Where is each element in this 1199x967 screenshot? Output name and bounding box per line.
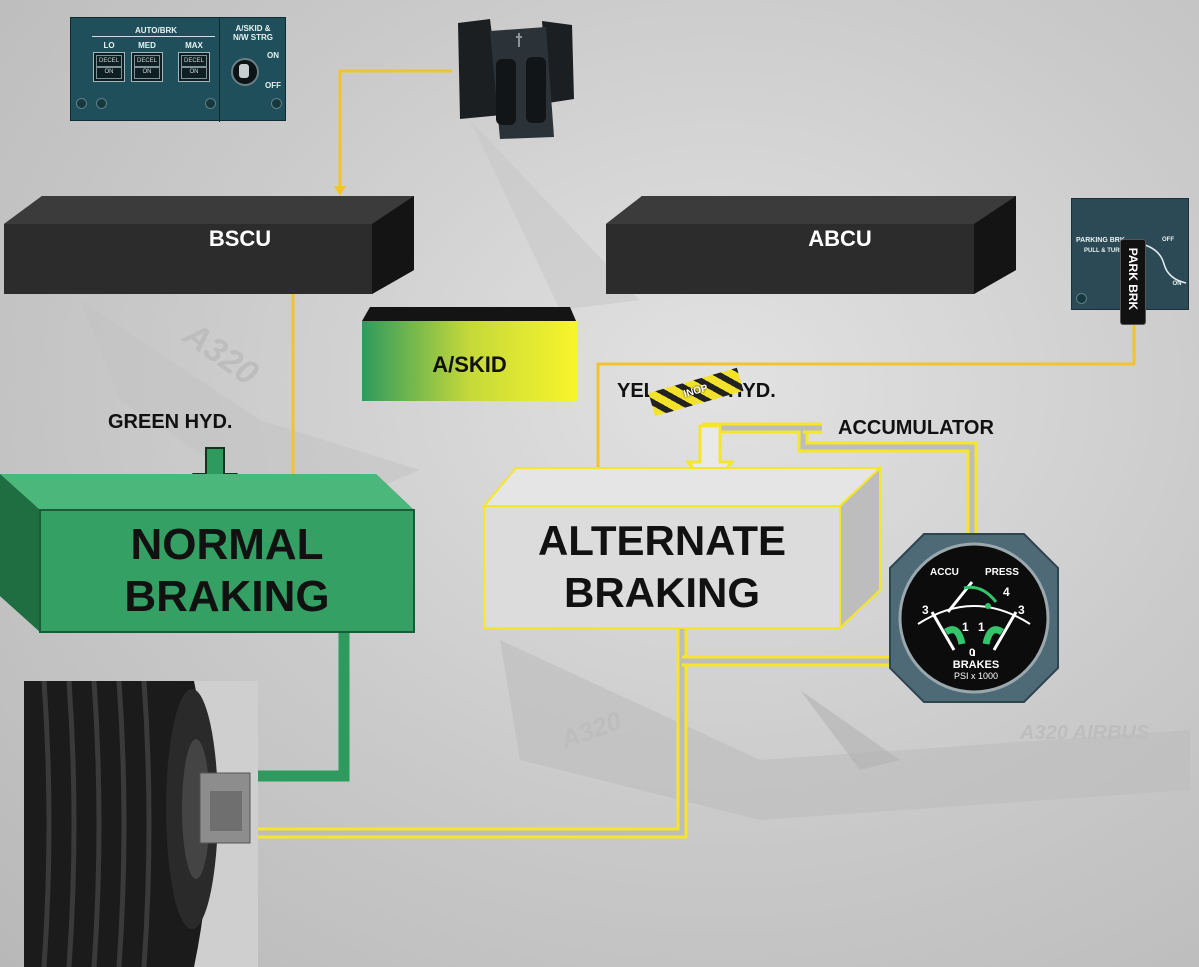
autobrk-max-button[interactable]: DECEL ON bbox=[178, 52, 210, 82]
bscu-unit bbox=[4, 196, 414, 294]
normal-braking-box bbox=[0, 474, 415, 633]
autobrk-title: AUTO/BRK bbox=[134, 26, 178, 35]
gauge-scale-right-3: 3 bbox=[1018, 603, 1025, 617]
panel-screw bbox=[271, 98, 282, 109]
panel-screw bbox=[1076, 293, 1087, 304]
askid-label: A/SKID bbox=[432, 352, 507, 377]
alternate-braking-line1: ALTERNATE bbox=[537, 517, 787, 564]
decel-legend: DECEL bbox=[134, 55, 160, 68]
autobrk-max-label: MAX bbox=[185, 41, 203, 50]
gauge-scale-left-1: 1 bbox=[962, 620, 969, 634]
gauge-scale-left-3: 3 bbox=[922, 603, 929, 617]
switch-off-label: OFF bbox=[265, 81, 281, 90]
abcu-label: ABCU bbox=[808, 226, 872, 251]
panel-screw bbox=[76, 98, 87, 109]
bscu-label: BSCU bbox=[208, 226, 272, 251]
yellow-hyd-label-prefix: YEL bbox=[617, 380, 656, 402]
brake-pedals[interactable] bbox=[450, 15, 580, 140]
askid-nws-switch-title: A/SKID & N/W STRG bbox=[233, 24, 273, 42]
autobrake-panel: AUTO/BRK LO MED MAX DECEL ON DECEL ON DE… bbox=[70, 17, 286, 122]
park-brake-handle[interactable]: PARK BRK bbox=[1120, 239, 1146, 325]
abcu-unit bbox=[606, 196, 1016, 294]
green-hyd-label: GREEN HYD. bbox=[108, 411, 233, 433]
park-panel-header: PARKING BRK bbox=[1076, 237, 1125, 244]
park-off-label: OFF bbox=[1162, 237, 1174, 243]
panel-screw bbox=[205, 98, 216, 109]
gauge-scale-right-1: 1 bbox=[978, 620, 985, 634]
park-brk-handle-label: PARK BRK bbox=[1126, 247, 1140, 311]
askid-unit bbox=[362, 307, 577, 401]
alternate-braking-box bbox=[482, 465, 883, 631]
gauge-zero: 0 bbox=[969, 647, 976, 659]
park-panel-sub: PULL & TURN bbox=[1084, 248, 1124, 254]
brake-pressure-gauge bbox=[889, 533, 1059, 703]
askid-nws-switch[interactable] bbox=[231, 58, 259, 86]
autobrk-med-button[interactable]: DECEL ON bbox=[131, 52, 163, 82]
autobrk-lo-button[interactable]: DECEL ON bbox=[93, 52, 125, 82]
on-legend: ON bbox=[96, 66, 122, 79]
decel-legend: DECEL bbox=[96, 55, 122, 68]
autobrk-med-label: MED bbox=[138, 41, 156, 50]
bg-model-label-3: A320 AIRBUS bbox=[1020, 722, 1150, 744]
gauge-scale-4: 4 bbox=[1003, 585, 1010, 599]
accumulator-label: ACCUMULATOR bbox=[838, 417, 994, 439]
park-on-label: ON bbox=[1172, 281, 1182, 287]
panel-screw bbox=[96, 98, 107, 109]
wheel-image bbox=[24, 681, 258, 967]
gauge-brakes-label: BRAKES bbox=[952, 659, 1000, 671]
switch-on-label: ON bbox=[267, 51, 279, 60]
normal-braking-line2: BRAKING bbox=[124, 572, 330, 621]
on-legend: ON bbox=[181, 66, 207, 79]
gauge-units-label: PSI x 1000 bbox=[953, 671, 999, 681]
gauge-press-label: PRESS bbox=[985, 567, 1019, 578]
on-legend: ON bbox=[134, 66, 160, 79]
gauge-accu-label: ACCU bbox=[930, 567, 959, 578]
park-brake-panel: PARKING BRK PULL & TURN OFF ON PARK BRK bbox=[1071, 198, 1189, 325]
decel-legend: DECEL bbox=[181, 55, 207, 68]
normal-braking-line1: NORMAL bbox=[130, 520, 324, 569]
autobrk-lo-label: LO bbox=[103, 41, 115, 50]
alternate-braking-line2: BRAKING bbox=[564, 569, 760, 616]
